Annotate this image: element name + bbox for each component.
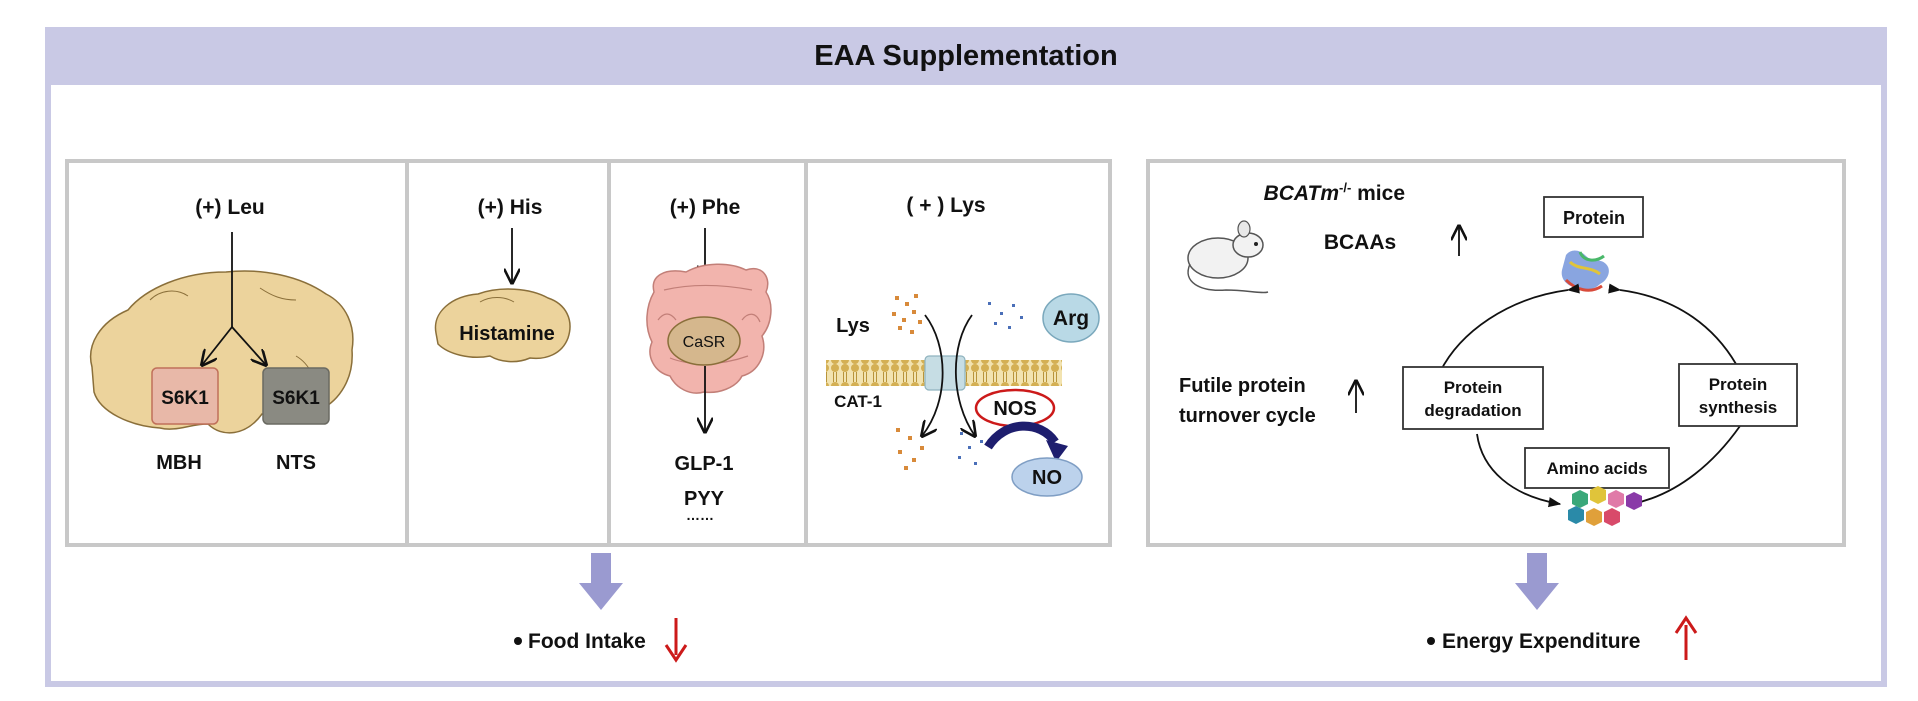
s6k1-mbh-box <box>151 367 219 425</box>
protein-structure-icon <box>1561 250 1609 292</box>
right-outcome-arrow-head <box>1515 583 1559 610</box>
synthesis-to-protein-arc <box>1608 283 1737 365</box>
arg-circle <box>1042 293 1100 343</box>
s6k1-mbh-label: S6K1 <box>161 388 209 409</box>
mbh-label: MBH <box>156 452 202 474</box>
his-section: (+) His Histamine <box>434 196 571 363</box>
left-outcome-arrow-shaft <box>591 553 611 583</box>
futile-line2: turnover cycle <box>1179 405 1316 427</box>
phe-label: (+) Phe <box>670 196 741 219</box>
leu-arrow-right <box>231 326 266 365</box>
phe-section: (+) Phe CaSR GLP-1 PYY …… <box>646 196 772 523</box>
degradation-to-protein-arc <box>1439 283 1580 373</box>
futile-line1: Futile protein <box>1179 375 1306 397</box>
main-title: EAA Supplementation <box>814 40 1118 72</box>
leu-label: (+) Leu <box>195 196 264 219</box>
nos-curved-arrow <box>984 421 1059 450</box>
no-ellipse <box>1011 457 1083 497</box>
brain-small-icon <box>434 288 571 363</box>
energy-expenditure-label: Energy Expenditure <box>1442 630 1640 653</box>
amino-acids-box <box>1524 447 1670 489</box>
bcatm-text: BCATm <box>1264 182 1339 205</box>
lys-small-label: Lys <box>836 315 870 337</box>
cat1-label: CAT-1 <box>834 392 882 411</box>
mouse-icon <box>1187 220 1269 294</box>
nos-label: NOS <box>993 398 1036 420</box>
energy-expenditure-bullet <box>1427 637 1435 645</box>
his-label: (+) His <box>478 196 543 219</box>
protein-label: Protein <box>1563 208 1625 228</box>
energy-expenditure-up-arrowhead <box>1674 615 1698 634</box>
histamine-label: Histamine <box>459 323 555 345</box>
protein-degradation-box <box>1402 366 1544 430</box>
amino-acids-label: Amino acids <box>1546 459 1647 478</box>
amino-acid-molecules-icon <box>1568 486 1642 526</box>
arg-label: Arg <box>1053 307 1089 330</box>
amino-acids-to-synthesis-arc <box>1631 425 1741 505</box>
ellipsis-label: …… <box>686 507 714 523</box>
right-panel-border <box>1146 159 1846 547</box>
right-outcome-arrow-shaft <box>1527 553 1547 583</box>
left-outcome-arrow-head <box>579 583 623 610</box>
leu-section: (+) Leu S6K1 S6K1 MBH NTS <box>89 196 354 474</box>
no-label: NO <box>1032 467 1062 489</box>
food-intake-down-arrowhead <box>664 644 688 663</box>
right-panel <box>1146 159 1846 547</box>
degradation-line1: Protein <box>1444 378 1503 397</box>
degradation-to-amino-acids-arc <box>1476 433 1562 508</box>
synthesis-line2: synthesis <box>1699 398 1777 417</box>
nos-arrowhead <box>1046 440 1068 462</box>
arg-particles-inside <box>958 432 983 465</box>
pyy-label: PYY <box>684 488 725 510</box>
bcaas-label: BCAAs <box>1324 231 1396 254</box>
lys-section: ( + ) Lys Lys Arg CAT-1 NOS NO <box>826 194 1100 497</box>
lys-label: ( + ) Lys <box>906 194 985 217</box>
food-intake-label: Food Intake <box>528 630 646 653</box>
nts-label: NTS <box>276 452 316 474</box>
protein-synthesis-box <box>1678 363 1798 427</box>
arg-transport-arrow <box>954 314 975 436</box>
casr-label: CaSR <box>683 334 726 351</box>
bcatm-mice-label: BCATm-/- mice <box>1264 180 1405 205</box>
s6k1-nts-box <box>262 367 330 425</box>
leu-arrow-left <box>202 326 233 365</box>
arg-particles <box>988 302 1023 329</box>
cat1-transporter <box>924 355 966 391</box>
lys-transport-arrow <box>922 314 944 436</box>
s6k1-nts-label: S6K1 <box>272 388 320 409</box>
food-intake-bullet <box>514 637 522 645</box>
lys-particles <box>892 294 922 334</box>
left-outcome: Food Intake <box>514 553 688 663</box>
lys-particles-inside <box>896 428 924 470</box>
right-outcome: Energy Expenditure <box>1427 553 1698 660</box>
degradation-line2: degradation <box>1424 401 1521 420</box>
casr-ellipse <box>667 316 741 366</box>
synthesis-line1: Protein <box>1709 375 1768 394</box>
glp1-label: GLP-1 <box>675 453 734 475</box>
protein-box <box>1543 196 1644 238</box>
mice-text: mice <box>1351 182 1405 205</box>
bcatm-superscript: -/- <box>1339 180 1351 195</box>
